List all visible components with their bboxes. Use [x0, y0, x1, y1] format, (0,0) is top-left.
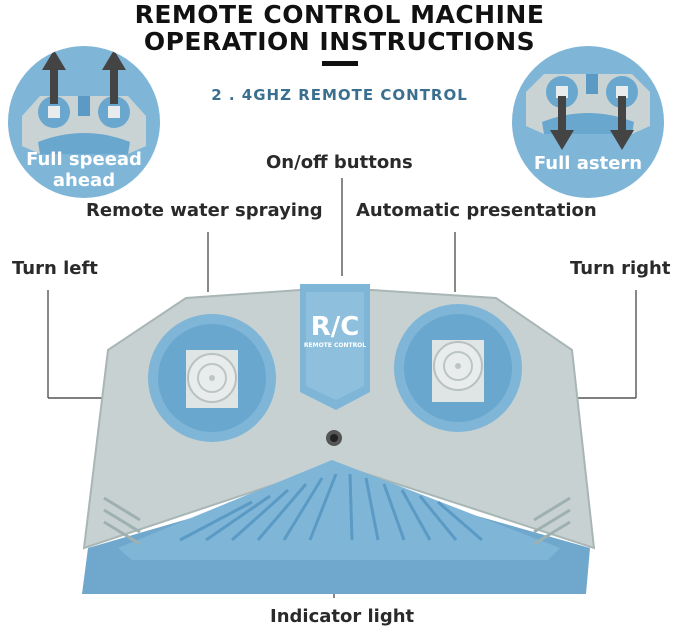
full-speed-label-line2: ahead: [52, 170, 116, 191]
automatic-presentation-label: Automatic presentation: [356, 200, 597, 221]
full-speed-label-line1: Full speead: [26, 149, 142, 170]
rc-logo-subtext: REMOTE CONTROL: [303, 342, 367, 349]
page-subtitle: 2 . 4GHZ REMOTE CONTROL: [211, 86, 468, 104]
full-astern-badge: [512, 46, 664, 198]
page-title-line2: OPERATION INSTRUCTIONS: [143, 27, 536, 56]
mini-remote-forward-icon: [22, 50, 146, 154]
full-speed-ahead-badge: [8, 46, 160, 198]
rc-logo: R/C: [310, 312, 360, 342]
turn-left-label: Turn left: [12, 258, 98, 279]
ribbed-panel: [118, 460, 560, 560]
remote-water-spraying-label: Remote water spraying: [86, 200, 323, 221]
title-divider: [322, 61, 358, 66]
grip-lines: [103, 496, 571, 546]
turn-right-label: Turn right: [570, 258, 671, 279]
page-title-line1: REMOTE CONTROL MACHINE: [134, 0, 545, 29]
mini-remote-reverse-icon: [526, 74, 650, 150]
on-off-buttons-label: On/off buttons: [266, 152, 413, 173]
full-astern-label: Full astern: [533, 153, 643, 174]
indicator-light-label: Indicator light: [270, 606, 415, 627]
ribs: [179, 473, 483, 542]
